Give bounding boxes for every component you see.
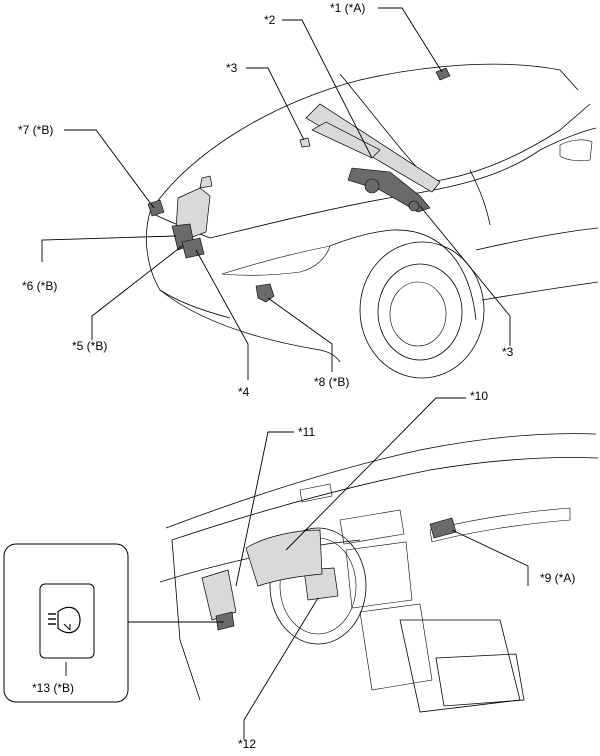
wiper-link-assembly xyxy=(305,103,441,213)
vehicle-front-illustration xyxy=(145,63,599,379)
inset-detail-box xyxy=(3,543,129,703)
callout-1: *1 (*A) xyxy=(330,1,365,15)
callout-3-top: *3 xyxy=(226,61,238,75)
callout-6: *6 (*B) xyxy=(22,279,57,293)
callout-2: *2 xyxy=(264,13,276,27)
headlight-cleaner-nozzle-part xyxy=(255,283,275,303)
callout-12: *12 xyxy=(238,737,256,751)
callout-11: *11 xyxy=(298,425,315,439)
callout-5: *5 (*B) xyxy=(72,339,107,353)
instrument-panel-illustration xyxy=(159,433,599,713)
callout-10: *10 xyxy=(470,389,488,403)
washer-jar-assembly xyxy=(147,175,213,259)
callout-4: *4 xyxy=(238,385,250,399)
callout-7: *7 (*B) xyxy=(18,123,53,137)
callout-3-right: *3 xyxy=(502,345,514,359)
bottom-leader-lines xyxy=(128,397,529,740)
headlight-cleaner-icon xyxy=(48,606,81,634)
wiper-pivot-part xyxy=(299,137,311,148)
callout-8: *8 (*B) xyxy=(314,375,349,389)
top-leader-lines xyxy=(41,7,511,380)
callout-9: *9 (*A) xyxy=(540,571,575,585)
rain-sensor-part xyxy=(435,67,451,81)
callout-13: *13 (*B) xyxy=(32,681,74,695)
